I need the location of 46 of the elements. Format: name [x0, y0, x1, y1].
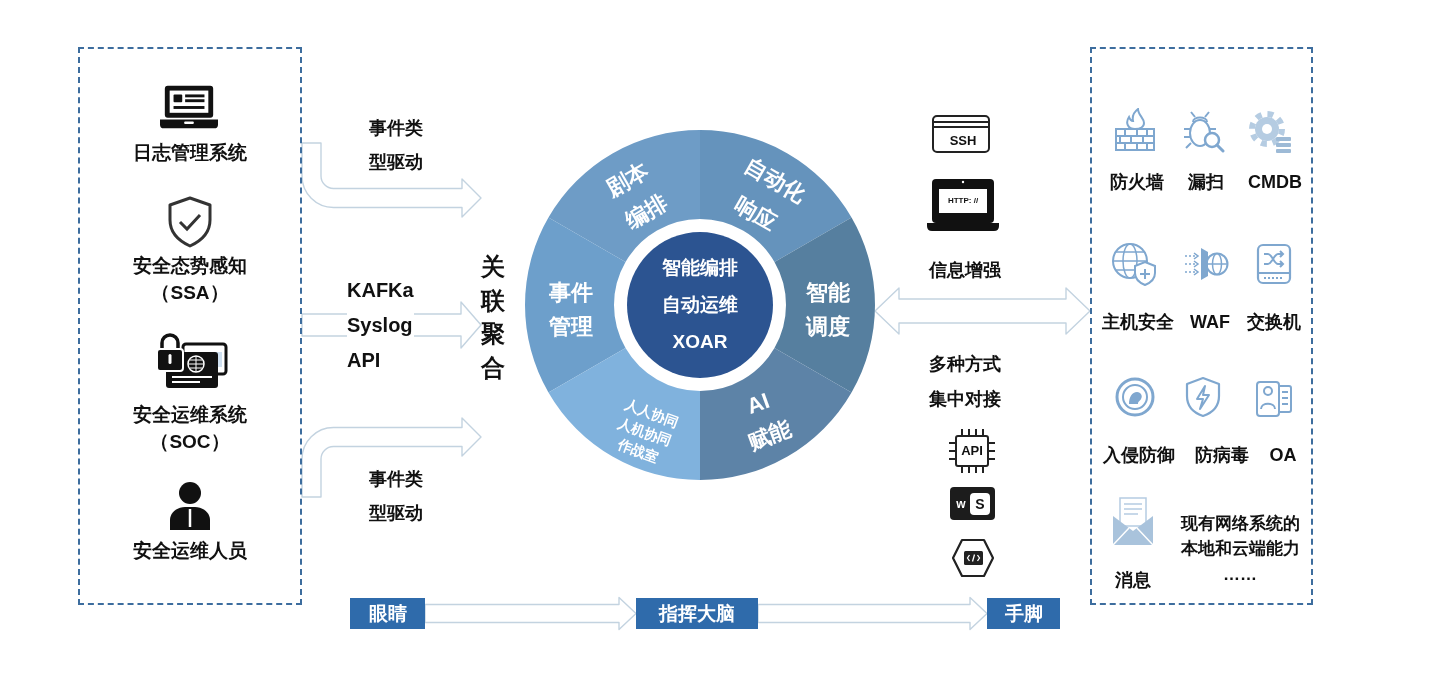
system-label: 入侵防御 — [1103, 443, 1175, 467]
segment-label: AI 赋能 — [742, 386, 796, 457]
block-arrow — [301, 417, 482, 498]
segment-label: 自动化响应 — [729, 151, 811, 237]
system-label: WAF — [1190, 310, 1230, 334]
stage-label: 手脚 — [987, 598, 1060, 629]
dashed-panel — [78, 47, 302, 605]
protocol-label: HTTP: // — [939, 189, 987, 213]
stage-label: 指挥大脑 — [636, 598, 758, 629]
system-label: 主机安全 — [1102, 310, 1174, 334]
segment-label: 智能调度 — [804, 278, 851, 341]
chip-label: API — [955, 435, 989, 467]
segment-label: 剧本编排 — [601, 156, 673, 236]
side-label: 信息增强 — [929, 258, 1001, 282]
hub-label: 智能编排 — [662, 256, 738, 280]
system-label: 防火墙 — [1110, 170, 1164, 194]
side-label: 多种方式集中对接 — [928, 353, 1002, 411]
system-label: 安全运维系统（SOC） — [132, 403, 248, 454]
system-label: 漏扫 — [1188, 170, 1224, 194]
double-block-arrow — [874, 287, 1091, 335]
system-label: 日志管理系统 — [133, 141, 247, 165]
edge-label: 事件类型驱动 — [368, 117, 424, 174]
system-label: CMDB — [1248, 170, 1302, 194]
hub-label: XOAR — [672, 330, 728, 354]
system-label: …… — [1223, 564, 1257, 586]
system-label: 消息 — [1115, 568, 1151, 592]
tile-letter: S — [970, 493, 990, 515]
hub-label: 自动运维 — [662, 293, 738, 317]
hub-circle — [627, 232, 773, 378]
tile-letter: w — [956, 496, 966, 512]
edge-label: 事件类型驱动 — [368, 468, 424, 525]
protocol-label: SSH — [949, 132, 977, 150]
system-label: 防病毒 — [1195, 443, 1249, 467]
segment-label: 人人协同人机协同作战室 — [614, 395, 682, 468]
system-label: 安全运维人员 — [133, 539, 247, 563]
block-arrow — [757, 596, 988, 631]
system-label: OA — [1269, 443, 1297, 467]
block-arrow — [424, 596, 637, 631]
system-label: 交换机 — [1247, 310, 1301, 334]
stage-label: 眼睛 — [350, 598, 425, 629]
system-label: 安全态势感知（SSA） — [132, 254, 248, 305]
segment-label: 事件管理 — [548, 278, 594, 341]
block-arrow — [301, 142, 482, 218]
dashed-panel — [1090, 47, 1313, 605]
system-label: 现有网络系统的本地和云端能力 — [1179, 513, 1301, 560]
vertical-label: 关联聚合 — [481, 250, 505, 385]
